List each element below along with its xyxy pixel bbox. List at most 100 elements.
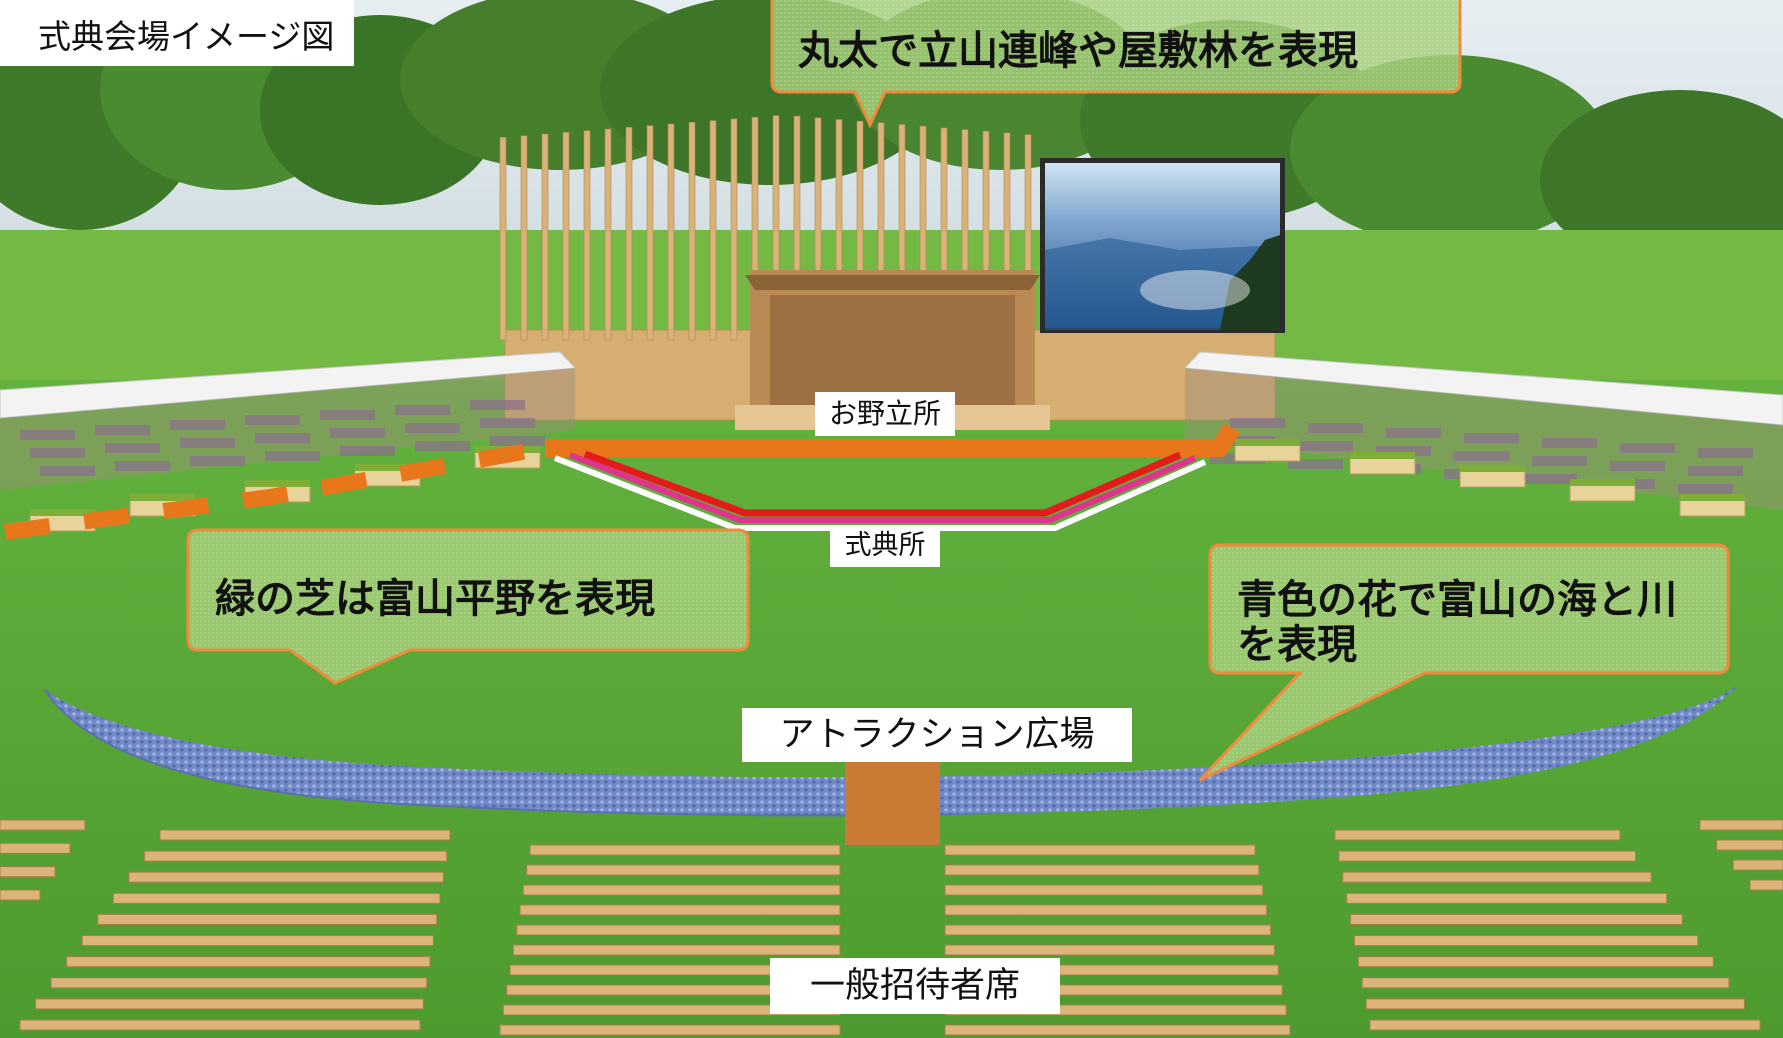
log-pole [667,123,675,341]
chair-row [1376,446,1431,456]
blue-flower-band-fill [45,688,1735,815]
log-pole [520,135,528,341]
planter-plants [1570,479,1635,486]
chair-row [340,446,395,456]
bench-seating [0,819,1783,1036]
bench [944,844,1256,856]
bench [1365,998,1745,1010]
chair-row [1298,441,1353,451]
bench [1342,871,1652,883]
large-screen [1040,158,1285,333]
bench [1361,977,1730,989]
chair-row [470,400,525,410]
magenta-line [568,452,1197,523]
bench [1334,829,1621,841]
chair-row [1610,461,1665,471]
chair-row [480,418,535,428]
bench [128,871,444,883]
label-onoda: お野立所 [815,392,955,436]
chair-row [1454,451,1509,461]
log-pole [604,128,612,341]
callout-lawn-text: 緑の芝は富山平野を表現 [215,576,655,622]
chair-row [105,443,160,453]
chair-row [170,420,225,430]
log-pole [730,118,738,341]
chair-row [395,405,450,415]
bench [944,1024,1291,1036]
planter-box [1349,457,1416,475]
log-poles [499,115,1032,341]
log-pole [562,132,570,341]
chair-row [245,415,300,425]
bench [1732,859,1783,871]
runway [845,760,940,845]
callout-lawn [186,528,750,685]
log-pole [688,121,696,341]
bench [1357,956,1714,968]
chair-row [1532,456,1587,466]
bench [1346,892,1668,904]
bench [1353,935,1699,947]
callout-flowers-text-line1: 青色の花で富山の海と川 [1237,577,1677,623]
bench [1338,850,1637,862]
orange-path [545,423,1240,457]
planter-plants [245,480,310,487]
planter-plants [30,509,95,516]
chair-row [1542,438,1597,448]
callout-logs [770,0,1462,129]
stage-building [735,270,1050,430]
chair-row [415,441,470,451]
log-pole [625,127,633,341]
log-pole [499,137,507,341]
chair-row [1522,474,1577,484]
chair-row [190,456,245,466]
bench [159,829,451,841]
bench [522,884,841,896]
label-general-seats: 一般招待者席 [770,958,1060,1014]
planter-box [1234,444,1301,462]
chair-row [1230,418,1285,428]
planter-plants [1680,494,1745,501]
bench [19,1019,421,1031]
bench [143,850,448,862]
red-line [583,450,1182,517]
tent-left [0,351,577,490]
chair-row [95,425,150,435]
bench [0,819,86,831]
chair-row [330,428,385,438]
chair-row [1464,433,1519,443]
bench [1699,819,1783,831]
bench [499,1024,841,1036]
bench [529,844,841,856]
planter-box [1679,499,1746,517]
planter-plants [130,494,195,501]
bench [512,944,841,956]
log-pole [541,133,549,341]
callout-flowers-text-line2: を表現 [1237,622,1357,668]
bench [944,924,1272,936]
chair-row [1678,484,1733,494]
log-pole [646,125,654,341]
planter-box [1459,470,1526,488]
planter-plants [1235,439,1300,446]
bench [944,884,1264,896]
chair-row [1308,423,1363,433]
bench [0,842,71,854]
planter-box [1569,484,1636,502]
callout-logs-text: 丸太で立山連峰や屋敷林を表現 [798,28,1358,74]
page-title: 式典会場イメージ図 [0,0,355,66]
bench [944,944,1275,956]
chair-row [30,448,85,458]
bench [35,998,424,1010]
bench [112,892,441,904]
label-shikiten: 式典所 [830,525,940,567]
bench [50,977,428,989]
chair-row [1288,459,1343,469]
bench [0,889,41,901]
log-pole [709,120,717,341]
bench [1369,1019,1761,1031]
callout-flowers [1198,543,1730,782]
chair-row [1386,428,1441,438]
